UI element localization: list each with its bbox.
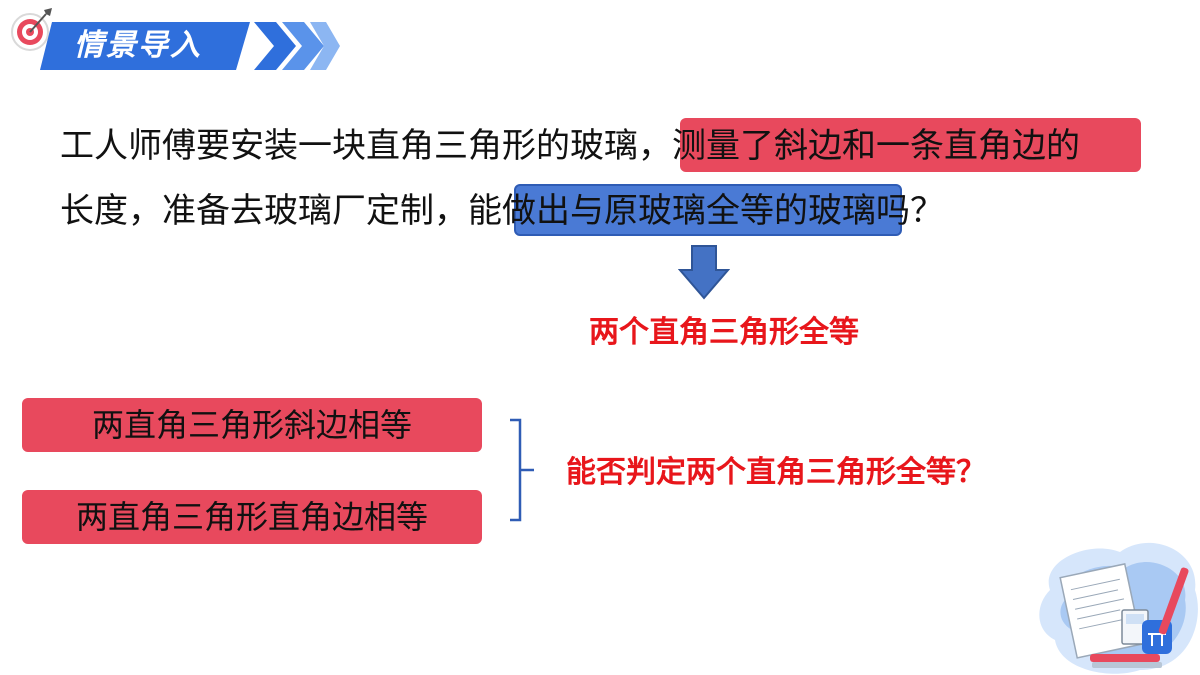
highlight-congruent — [514, 184, 902, 236]
condition-leg: 两直角三角形直角边相等 — [22, 490, 482, 544]
paragraph-line-1: 工人师傅要安装一块直角三角形的玻璃，测量了斜边和一条直角边的 — [60, 116, 1080, 176]
bracket-icon — [510, 418, 534, 522]
paragraph-line-2: 长度，准备去玻璃厂定制，能做出与原玻璃全等的玻璃吗？ — [60, 181, 944, 241]
paragraph-highlight-text: 做出与原玻璃全等的玻璃 — [502, 191, 876, 231]
highlight-measured — [680, 118, 1141, 172]
paragraph-text: 长度，准备去玻璃厂定制，能 — [60, 191, 502, 231]
question-text: 能否判定两个直角三角形全等？ — [566, 455, 986, 490]
conclusion-text: 两个直角三角形全等 — [589, 315, 859, 350]
paragraph-highlight-text: 测量了斜边和一条直角边的 — [672, 126, 1080, 166]
condition-hypotenuse: 两直角三角形斜边相等 — [22, 398, 482, 452]
paragraph-text: 吗？ — [876, 191, 944, 231]
paragraph-text: 工人师傅要安装一块直角三角形的玻璃， — [60, 126, 672, 166]
header-banner — [40, 22, 340, 70]
math-illustration-icon — [1039, 542, 1198, 674]
target-icon — [11, 8, 52, 51]
down-arrow-icon — [678, 245, 730, 300]
section-title: 情景导入 — [74, 28, 202, 63]
